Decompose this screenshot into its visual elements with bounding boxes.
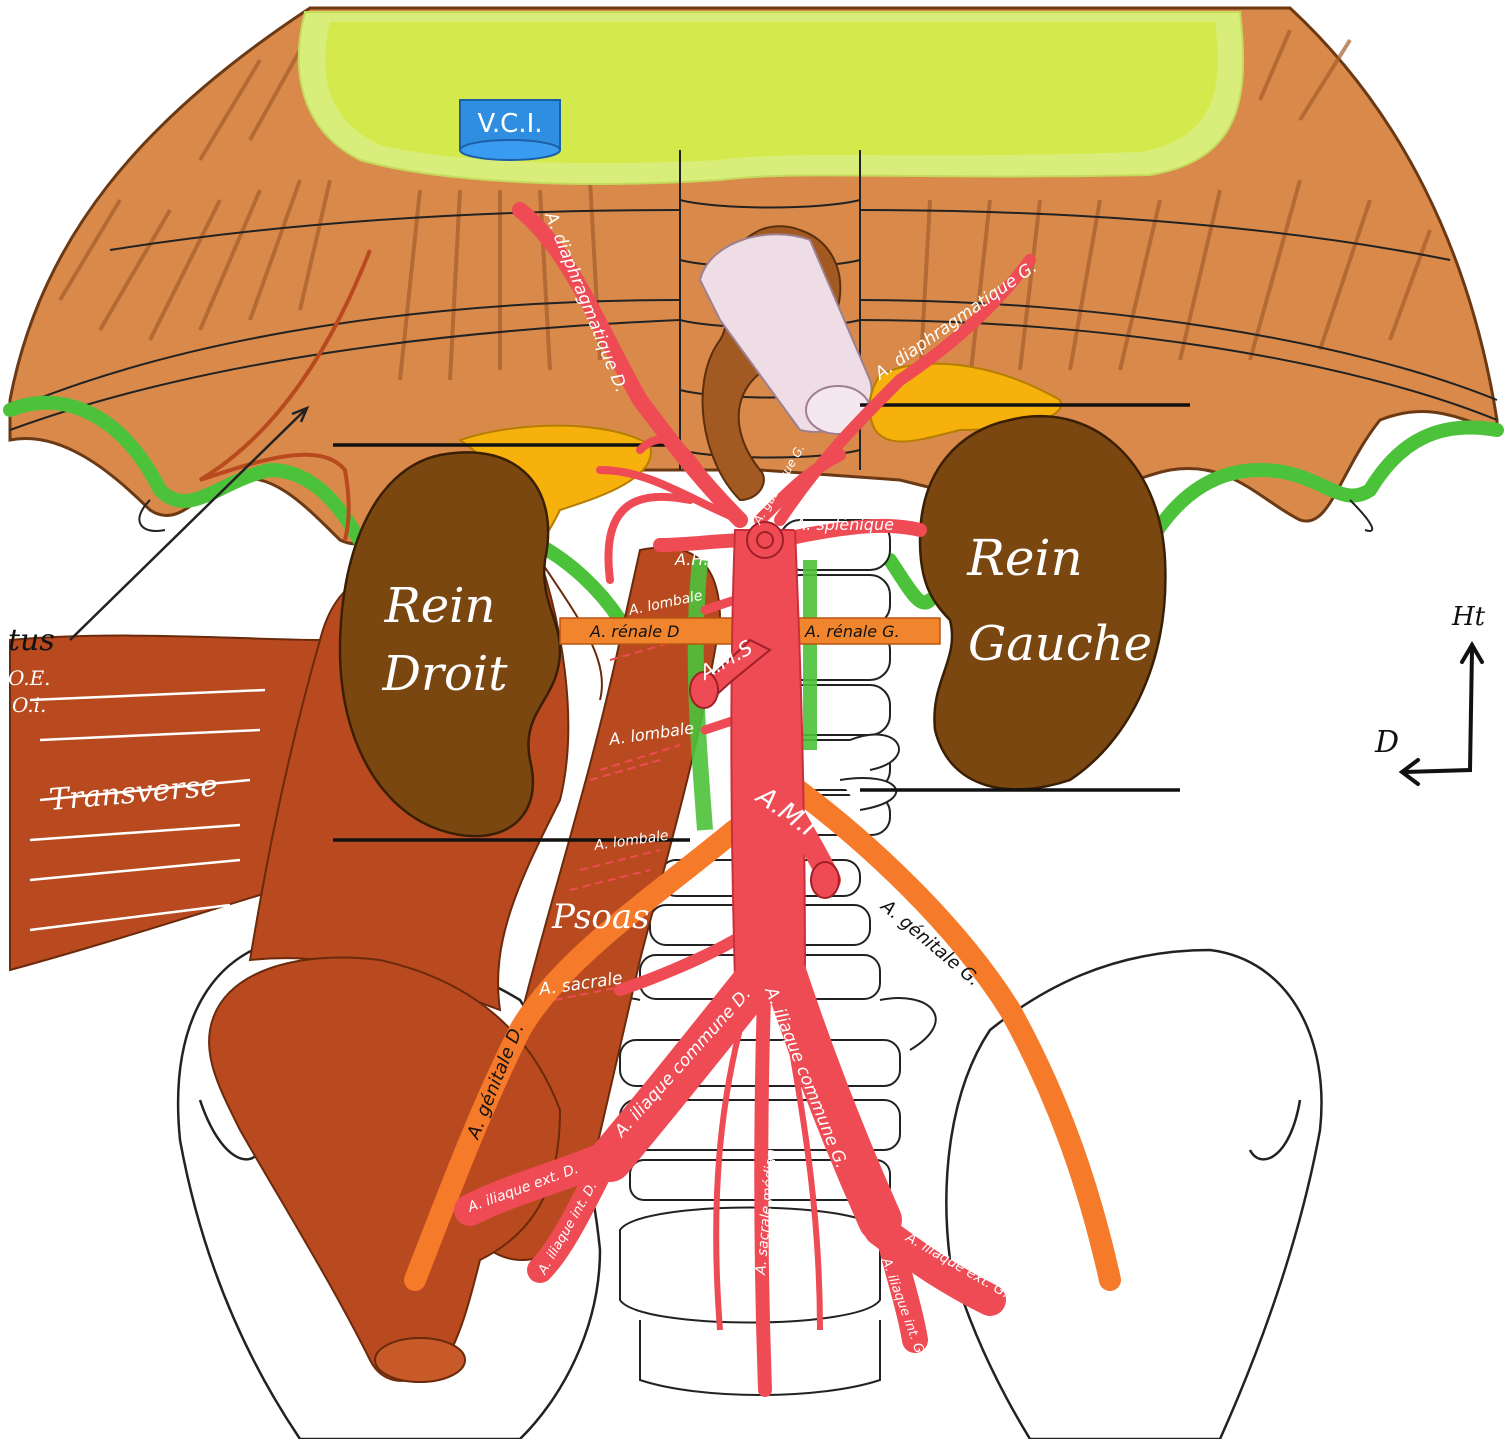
compass-up-label: Ht <box>1451 602 1486 632</box>
label-psoas: Psoas <box>551 897 650 937</box>
tendon-end <box>375 1338 465 1382</box>
orientation-compass <box>1402 645 1482 784</box>
label-oe: O.E. <box>8 666 51 690</box>
vci: V.C.I. <box>460 100 560 160</box>
label-ahc: A.H.C. <box>674 550 725 569</box>
liver-inner <box>325 22 1218 163</box>
iliac-bone-left <box>946 950 1321 1439</box>
celiac-trunk <box>747 522 783 558</box>
rein-gauche-line1: Rein <box>966 529 1082 587</box>
label-splenique: A. splénique <box>794 515 894 534</box>
vci-label: V.C.I. <box>477 109 542 139</box>
kidney-left <box>920 416 1165 789</box>
label-oi: O.i. <box>12 693 46 717</box>
liver <box>299 12 1243 184</box>
rein-droit-line2: Droit <box>382 646 509 702</box>
label-renale-g: A. rénale G. <box>804 622 900 641</box>
label-tus: tus <box>8 623 55 658</box>
rein-droit-line1: Rein <box>384 578 496 634</box>
rein-gauche-line2: Gauche <box>968 616 1152 672</box>
sacrum <box>620 1208 880 1323</box>
aorta <box>731 530 805 980</box>
compass-left-label: D <box>1374 725 1399 760</box>
label-renale-d: A. rénale D <box>589 622 679 641</box>
